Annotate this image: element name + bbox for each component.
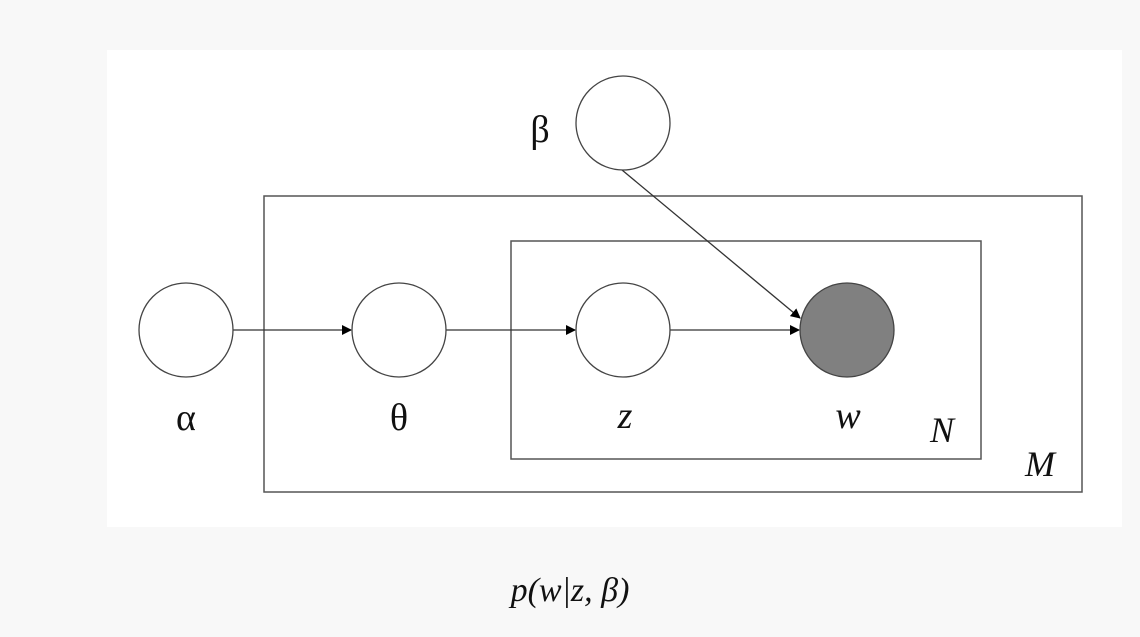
label-theta: θ bbox=[390, 397, 408, 439]
node-z bbox=[575, 282, 671, 378]
label-alpha: α bbox=[176, 397, 196, 439]
node-theta bbox=[351, 282, 447, 378]
plate-M bbox=[263, 195, 1083, 493]
plate-N bbox=[510, 240, 982, 460]
label-beta: β bbox=[530, 109, 549, 151]
node-alpha bbox=[138, 282, 234, 378]
label-w: w bbox=[835, 395, 861, 437]
edge-beta-w bbox=[621, 169, 801, 319]
label-z: z bbox=[617, 395, 633, 437]
formula: p(w|z, β) bbox=[510, 572, 630, 609]
node-w-observed bbox=[799, 282, 895, 378]
plate-M-label: M bbox=[1024, 444, 1057, 484]
node-beta bbox=[575, 75, 671, 171]
plate-N-label: N bbox=[929, 410, 956, 450]
